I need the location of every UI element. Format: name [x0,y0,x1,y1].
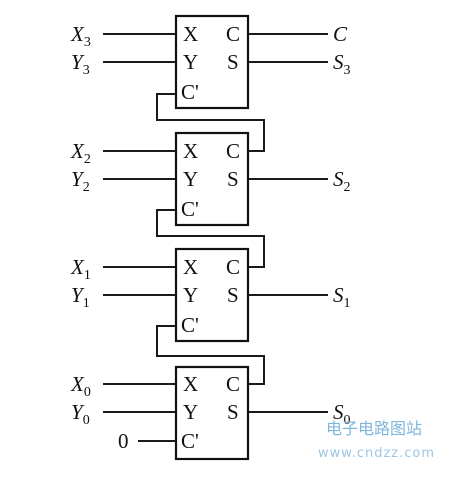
pin-s: S [227,167,239,191]
pin-c: C [226,372,240,396]
adder-stage-0: X Y C' C S X0 Y0 0 S0 [70,365,351,461]
input-y0-label: Y0 [71,400,90,428]
carry-link-2-to-3 [156,93,265,152]
output-s1-label: S1 [333,283,351,311]
pin-y: Y [183,283,198,307]
adder-stage-1: X Y C' C S X1 Y1 S1 [70,247,351,343]
pin-carry-in: C' [181,313,199,337]
watermark-title: 电子电路图站 [326,419,422,438]
pin-x: X [183,22,198,46]
carry-in-zero-label: 0 [118,429,129,453]
input-y3-label: Y3 [71,50,90,78]
input-y2-label: Y2 [71,167,90,195]
input-x1-label: X1 [70,255,91,283]
input-x3-label: X3 [70,22,91,50]
adder-stage-3: X Y C' C S X3 Y3 C S3 [70,14,351,110]
input-y1-label: Y1 [71,283,90,311]
pin-x: X [183,372,198,396]
carry-link-1-to-2 [156,209,265,268]
output-s0-label: S0 [333,400,351,428]
input-x0-label: X0 [70,372,91,400]
pin-y: Y [183,50,198,74]
pin-y: Y [183,400,198,424]
full-adder-block [174,14,250,110]
output-s2-label: S2 [333,167,351,195]
pin-x: X [183,139,198,163]
watermark-url: www.cndzz.com [318,446,435,461]
pin-carry-in: C' [181,197,199,221]
pin-s: S [227,50,239,74]
pin-s: S [227,400,239,424]
pin-carry-in: C' [181,429,199,453]
full-adder-block [174,131,250,227]
site-watermark: 电子电路图站 www.cndzz.com [318,419,435,461]
pin-carry-in: C' [181,80,199,104]
pin-x: X [183,255,198,279]
pin-s: S [227,283,239,307]
pin-c: C [226,22,240,46]
adder-stage-2: X Y C' C S X2 Y2 S2 [70,131,351,227]
pin-c: C [226,139,240,163]
input-x2-label: X2 [70,139,91,167]
full-adder-block [174,247,250,343]
pin-y: Y [183,167,198,191]
pin-c: C [226,255,240,279]
output-c-label: C [333,22,348,46]
carry-link-0-to-1 [156,325,265,385]
full-adder-block [174,365,250,461]
output-s3-label: S3 [333,50,351,78]
